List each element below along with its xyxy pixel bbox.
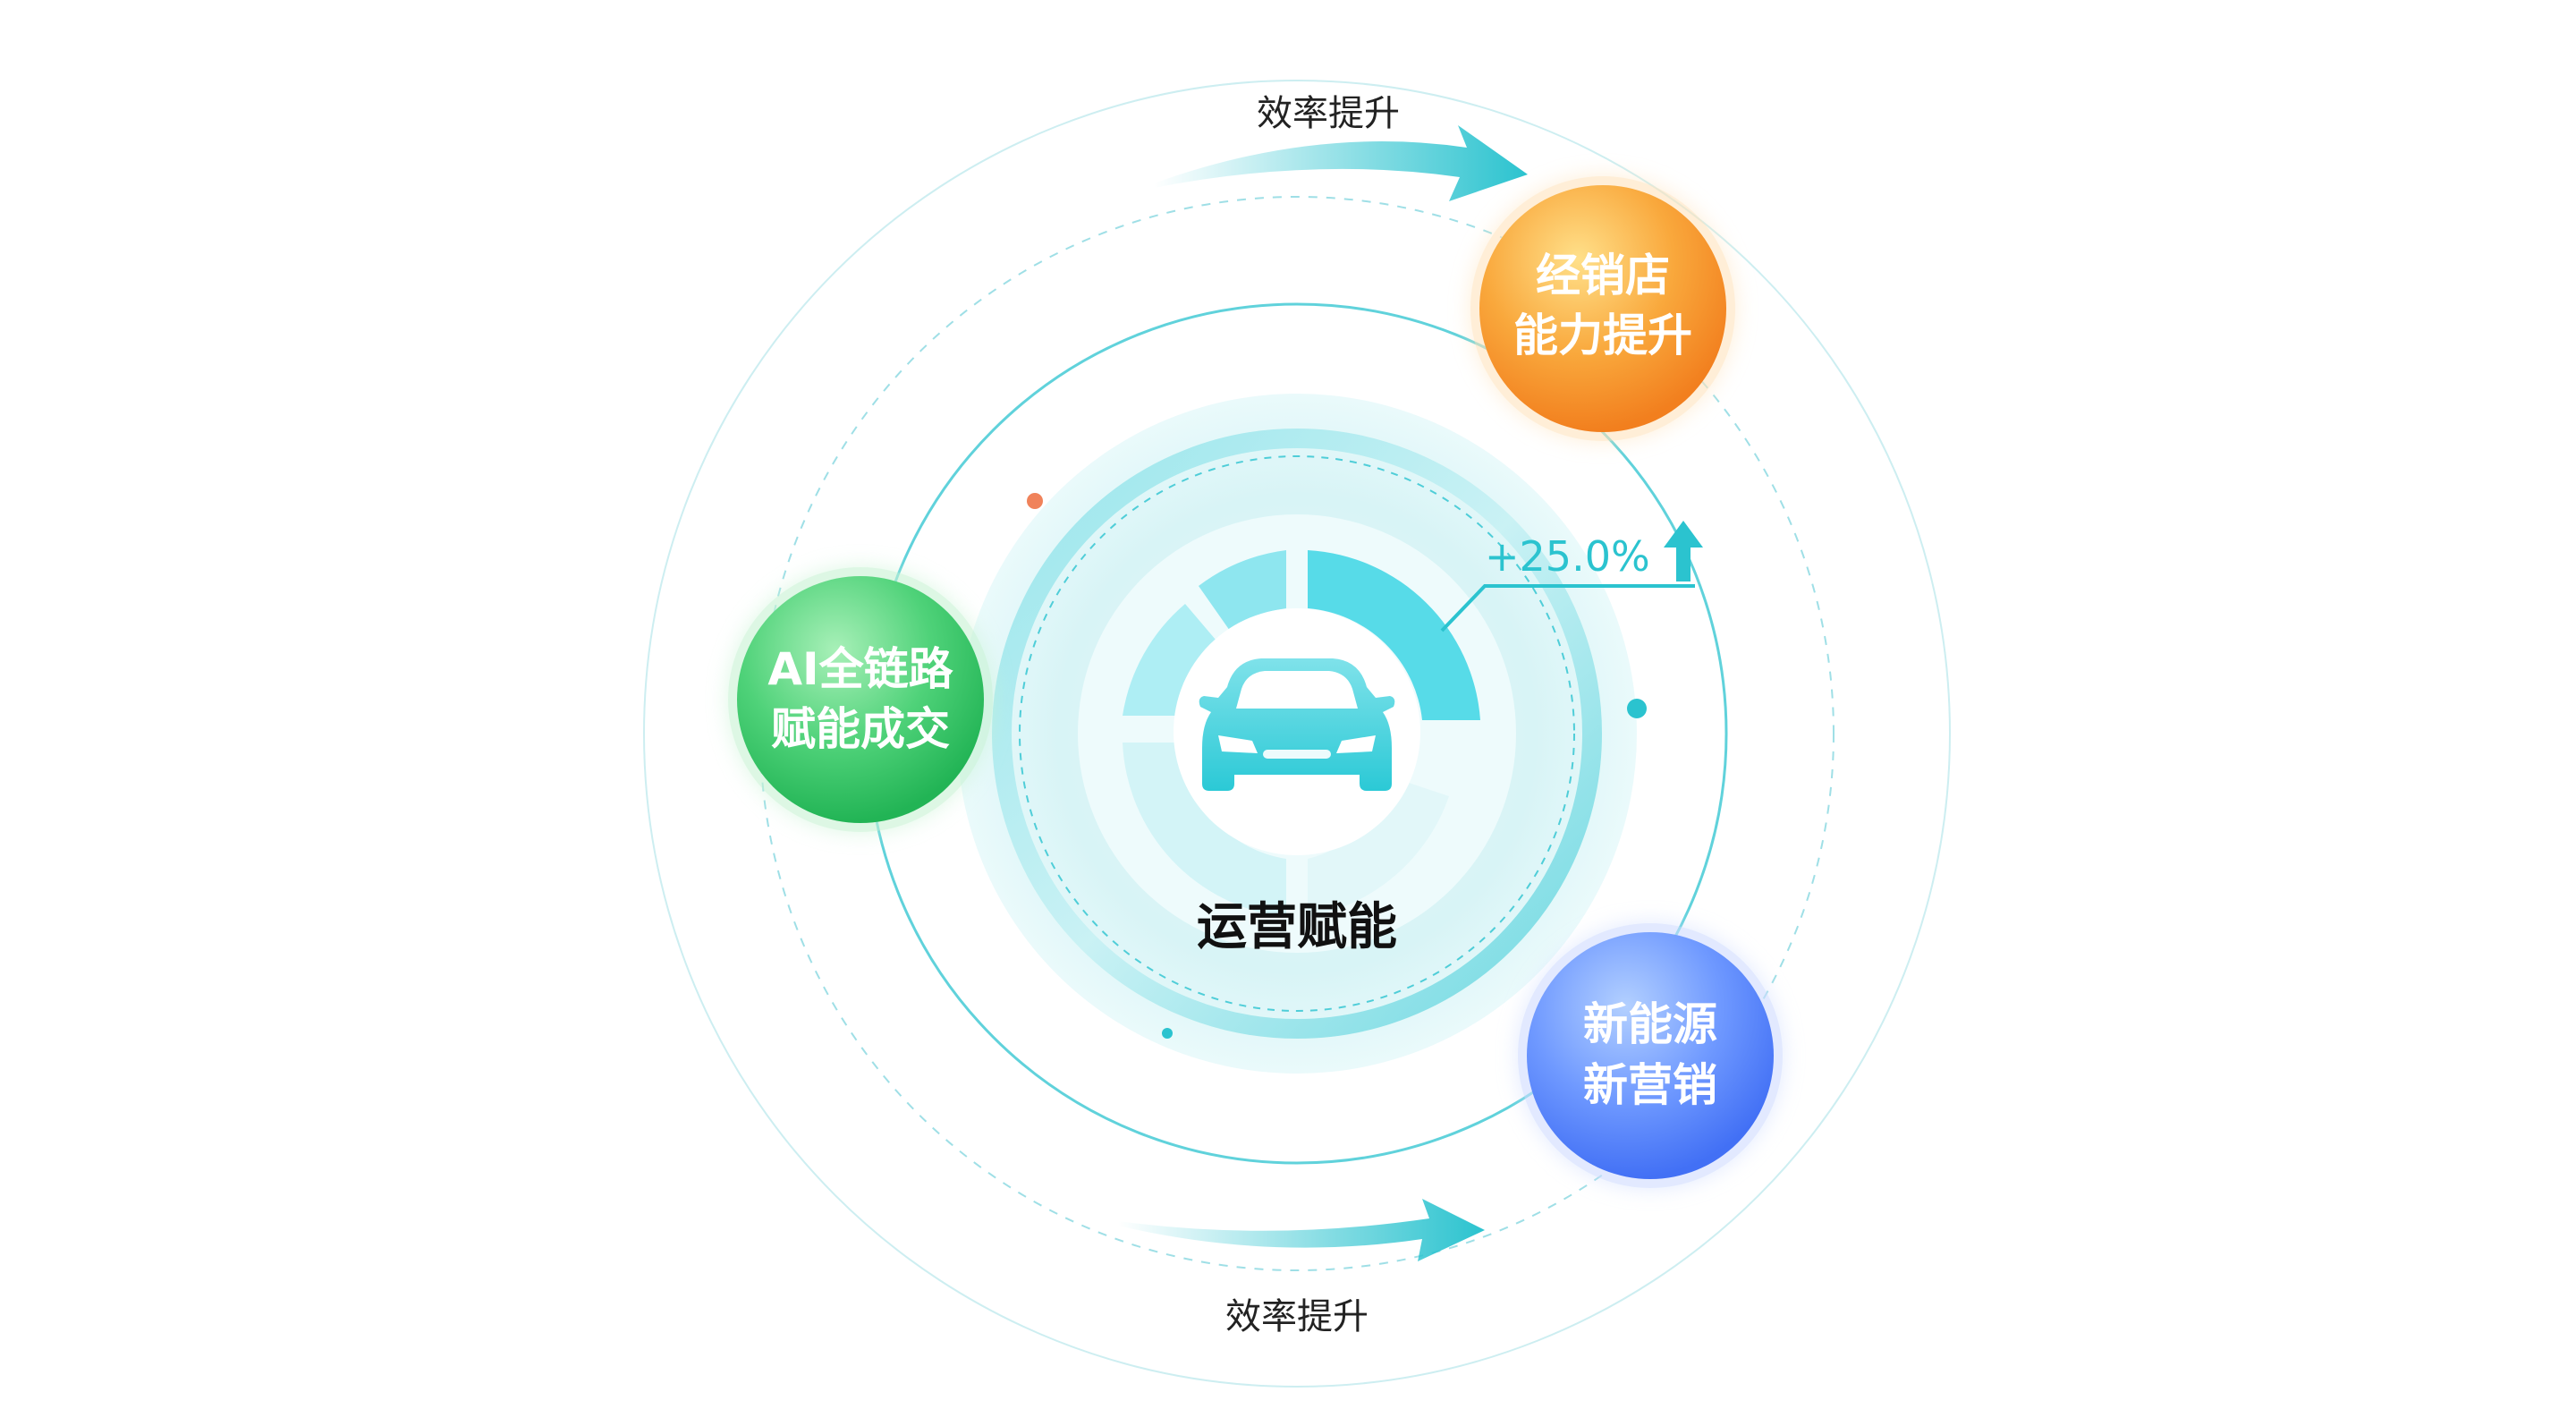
dot-teal-bottom [1162,1028,1173,1039]
outer-ring [643,80,1951,1388]
node-dealer-line1: 经销店 [1536,250,1670,301]
donut-segment-left [1123,604,1221,716]
node-dealer: 经销店 能力提升 [1470,176,1735,441]
center-glow-ring [992,429,1602,1039]
growth-leader-line [1440,584,1695,632]
dot-teal-right [1627,699,1647,718]
donut-chart [1123,550,1480,917]
growth-up-arrow-icon [1664,521,1703,581]
bottom-arrow-icon [1118,1199,1485,1261]
growth-badge: +25.0% [1485,532,1650,581]
node-nev-line2: 新营销 [1583,1059,1717,1111]
donut-segment-bottom [1123,743,1286,917]
inner-dashed-ring [1019,455,1575,1012]
node-dealer-line2: 能力提升 [1513,310,1692,361]
bottom-arrow-label: 效率提升 [1225,1296,1368,1337]
donut-segment-main [1308,550,1480,720]
center-label: 运营赋能 [1197,898,1397,956]
growth-callout: +25.0% [1440,521,1703,632]
donut-segment-right [1308,778,1449,917]
dot-orange [1027,493,1043,509]
node-ai-circle [737,576,984,823]
node-ai-line1: AI全链路 [767,643,953,695]
node-ai: AI全链路 赋能成交 [728,567,993,832]
bottom-efficiency-arrow: 效率提升 [1118,1199,1485,1337]
node-nev: 新能源 新营销 [1518,923,1783,1188]
car-icon [1199,658,1395,791]
node-nev-circle [1527,932,1774,1179]
top-arrow-icon [1154,125,1528,201]
node-nev-line1: 新能源 [1583,998,1717,1050]
top-efficiency-arrow: 效率提升 [1154,93,1528,201]
top-arrow-label: 效率提升 [1257,93,1400,134]
donut-segment-top [1199,550,1286,631]
node-dealer-circle [1479,185,1726,432]
node-ai-line2: 赋能成交 [771,703,950,755]
